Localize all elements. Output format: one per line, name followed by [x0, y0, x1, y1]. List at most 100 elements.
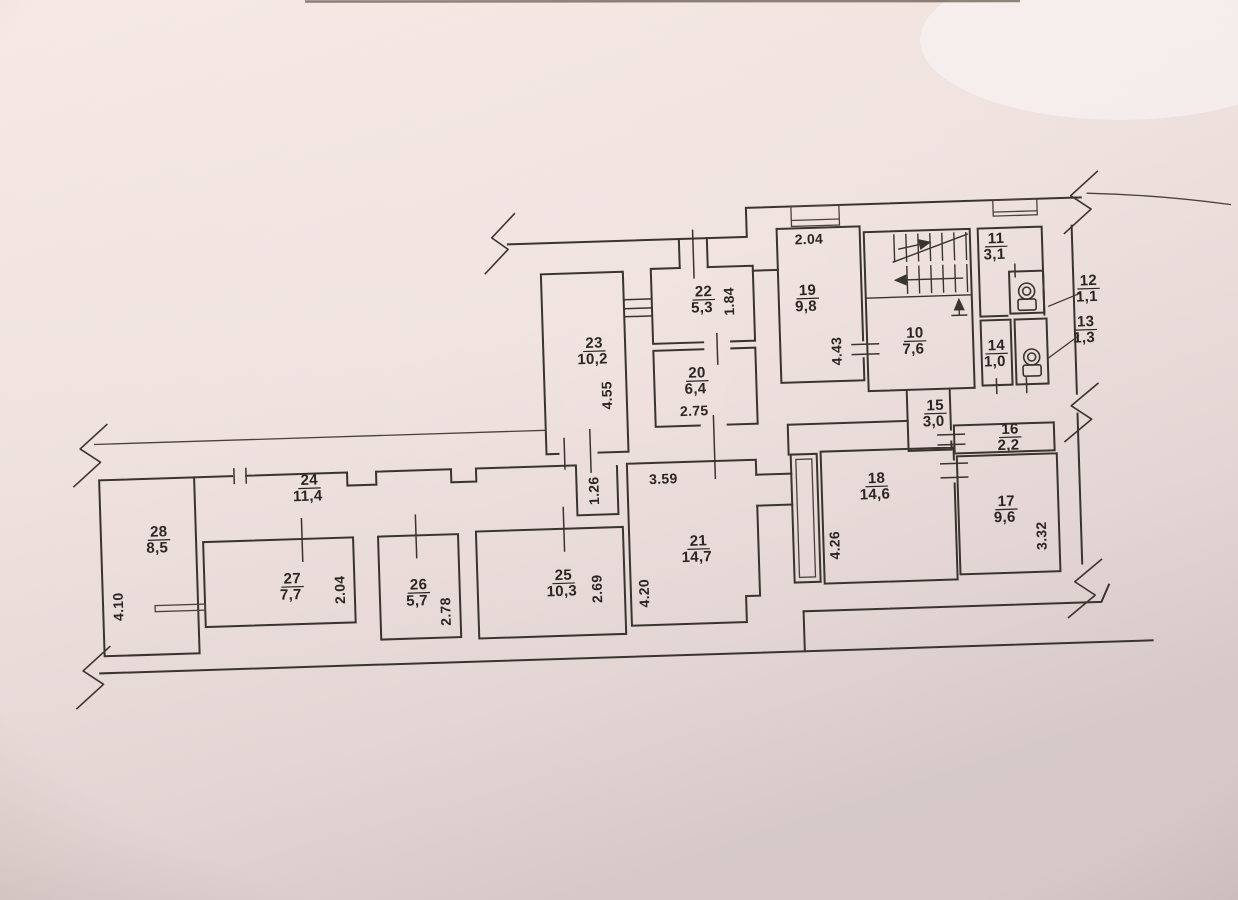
svg-text:10,3: 10,3	[546, 582, 577, 600]
dimension-label: 4.43	[828, 337, 845, 366]
svg-text:12: 12	[1079, 272, 1097, 290]
room-label-15: 153,0	[923, 397, 947, 431]
svg-text:7,6: 7,6	[902, 340, 924, 358]
svg-text:7,7: 7,7	[280, 586, 302, 604]
room-label-19: 199,8	[795, 282, 819, 316]
svg-text:1,0: 1,0	[984, 353, 1006, 371]
stair-direction-arrow	[893, 274, 964, 286]
break-line-marks	[72, 170, 1103, 710]
dimension-label: 4.26	[826, 531, 843, 560]
svg-text:16: 16	[1001, 420, 1019, 438]
svg-text:28: 28	[150, 523, 168, 541]
svg-text:21: 21	[689, 532, 707, 550]
svg-text:3,0: 3,0	[923, 413, 945, 431]
room-label-10: 107,6	[902, 324, 927, 358]
vent-shaft-icon	[790, 204, 841, 228]
dimension-label: 3.32	[1033, 521, 1050, 550]
svg-text:17: 17	[997, 493, 1015, 511]
svg-text:20: 20	[688, 364, 706, 382]
dimension-label: 4.20	[635, 579, 652, 608]
svg-text:14: 14	[987, 337, 1005, 355]
dimension-label: 2.78	[437, 597, 454, 626]
svg-text:3,1: 3,1	[983, 246, 1005, 264]
svg-text:13: 13	[1077, 313, 1095, 331]
room-label-12: 121,1	[1076, 272, 1100, 306]
door-opening-marks	[233, 229, 1028, 563]
entrance-arrow	[951, 297, 968, 317]
room-label-28: 288,5	[146, 523, 171, 557]
svg-text:11,4: 11,4	[293, 487, 323, 505]
svg-text:10: 10	[906, 324, 924, 342]
svg-text:22: 22	[695, 283, 713, 301]
svg-text:1,3: 1,3	[1073, 329, 1095, 347]
dimension-label: 1.26	[585, 476, 602, 505]
dimension-label: 3.59	[649, 470, 678, 487]
stair-direction-arrow	[898, 239, 932, 251]
shaft-column	[789, 452, 822, 584]
vent-shaft-icons	[790, 198, 1038, 228]
room-label-26: 265,7	[406, 576, 431, 610]
svg-text:2,2: 2,2	[997, 436, 1019, 454]
room-label-27: 277,7	[280, 570, 304, 604]
dimension-label: 1.84	[720, 287, 737, 316]
dimension-label: 2.75	[680, 402, 709, 419]
svg-text:18: 18	[868, 470, 886, 488]
svg-text:25: 25	[554, 567, 572, 585]
room-label-20: 206,4	[684, 364, 709, 398]
room-label-13: 131,3	[1073, 313, 1098, 347]
svg-text:1,1: 1,1	[1076, 288, 1098, 306]
svg-text:14,7: 14,7	[681, 548, 712, 566]
break-line-mark	[484, 212, 516, 275]
break-line-mark	[72, 423, 108, 488]
svg-text:5,7: 5,7	[406, 592, 428, 610]
sheet-edge-line	[1086, 192, 1232, 206]
wall-stub	[154, 603, 206, 613]
svg-text:8,5: 8,5	[146, 539, 168, 557]
room-labels: 107,6 113,1 121,1 131,3 141,0 153,0 162,2 179,6…	[146, 230, 1100, 610]
svg-text:27: 27	[283, 570, 301, 588]
svg-text:19: 19	[799, 282, 817, 300]
dimension-labels: 2.04 4.43 1.84 4.55 2.75 1.26 3.59 4.20 4.26 3.32…	[110, 230, 1050, 626]
svg-text:10,2: 10,2	[577, 350, 608, 368]
svg-text:5,3: 5,3	[691, 299, 713, 317]
dimension-label: 2.04	[331, 575, 348, 604]
break-line-mark	[75, 645, 111, 710]
room-label-14: 141,0	[984, 337, 1008, 371]
svg-text:23: 23	[585, 334, 603, 352]
outer-walls	[93, 192, 1232, 675]
svg-text:11: 11	[987, 230, 1004, 248]
svg-text:9,8: 9,8	[795, 298, 817, 316]
svg-text:9,6: 9,6	[994, 509, 1016, 527]
floor-plan-drawing: 107,6 113,1 121,1 131,3 141,0 153,0 162,2 179,6…	[72, 170, 1232, 710]
toilet-icon	[1017, 282, 1037, 312]
interior-walls	[98, 225, 1062, 658]
svg-text:26: 26	[410, 576, 428, 594]
toilet-icon	[1022, 348, 1043, 378]
dimension-label: 4.55	[598, 381, 615, 410]
room-label-16: 162,2	[997, 420, 1022, 454]
dimension-label: 2.04	[794, 230, 823, 247]
dimension-label: 4.10	[110, 592, 127, 621]
break-line-mark	[1063, 382, 1100, 443]
svg-text:15: 15	[926, 397, 944, 415]
stairs-icon	[865, 231, 972, 317]
room-label-22: 225,3	[691, 283, 715, 317]
break-line-mark	[1063, 170, 1099, 235]
leader-lines	[1047, 292, 1080, 359]
svg-text:24: 24	[300, 471, 318, 489]
svg-text:6,4: 6,4	[684, 380, 707, 398]
vent-shaft-icon	[992, 198, 1038, 217]
break-line-mark	[1067, 558, 1103, 619]
room-label-11: 113,1	[983, 230, 1008, 264]
svg-text:14,6: 14,6	[859, 486, 890, 504]
dimension-label: 2.69	[588, 574, 605, 603]
room-label-17: 179,6	[994, 493, 1018, 527]
